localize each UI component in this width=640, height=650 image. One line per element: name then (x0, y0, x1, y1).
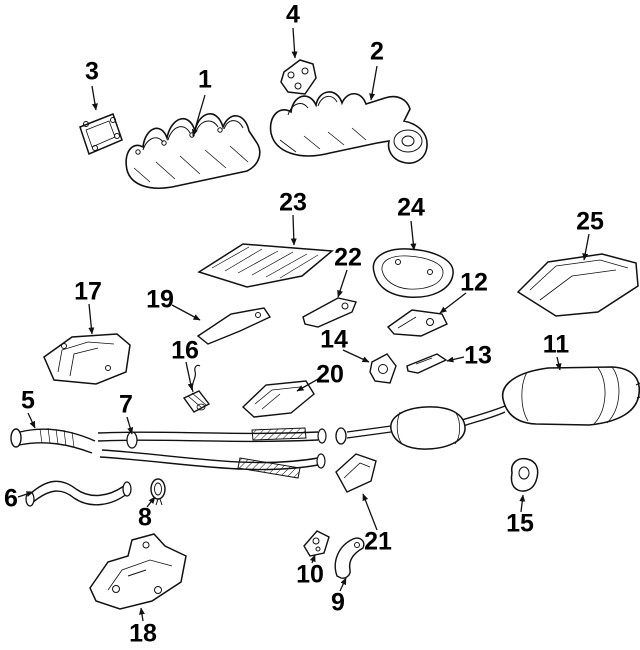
part-18-large-support-bracket (89, 533, 187, 610)
callout-13: 13 (464, 341, 492, 370)
callout-10: 10 (296, 560, 324, 589)
callout-20: 20 (316, 360, 344, 389)
part-1-exhaust-manifold-left (125, 113, 261, 189)
part-7-front-pipe-assembly (97, 427, 327, 479)
callout-4: 4 (286, 0, 300, 29)
part-6-front-pipe-lower (25, 480, 132, 507)
callout-21: 21 (364, 527, 392, 556)
part-4-gasket (280, 59, 317, 95)
callout-15: 15 (506, 509, 534, 538)
callout-16: 16 (171, 336, 199, 365)
part-22-pipe-bracket (302, 297, 357, 328)
part-2-exhaust-manifold-right (269, 91, 428, 164)
center-muffler (335, 406, 466, 450)
callout-11: 11 (542, 330, 570, 359)
callout-24: 24 (397, 193, 425, 222)
callout-1: 1 (198, 65, 212, 94)
part-24-insulator-cover (372, 248, 454, 298)
callout-17: 17 (74, 277, 102, 306)
part-13-flat-bracket (406, 353, 448, 374)
part-23-floor-heat-shield (197, 243, 334, 288)
callout-14: 14 (320, 325, 348, 354)
callout-2: 2 (370, 37, 384, 66)
callout-5: 5 (21, 386, 35, 415)
part-21-small-heat-shield (335, 453, 377, 493)
callout-7: 7 (119, 390, 133, 419)
part-10-small-bracket (303, 530, 330, 557)
callout-25: 25 (576, 207, 604, 236)
part-16-oxygen-sensor (182, 364, 211, 413)
callout-12: 12 (460, 268, 488, 297)
part-15-rubber-hanger-ring (510, 457, 539, 492)
callout-22: 22 (334, 243, 362, 272)
part-8-pipe-clamp (150, 478, 166, 506)
callout-19: 19 (146, 285, 174, 314)
callout-18: 18 (129, 619, 157, 648)
callout-3: 3 (85, 57, 99, 86)
callout-8: 8 (138, 503, 152, 532)
part-19-angled-bracket-strip (196, 307, 272, 345)
part-5-front-pipe-upper (10, 427, 96, 454)
part-11-rear-muffler (461, 366, 640, 427)
part-20-center-heat-shield (241, 380, 315, 418)
callout-23: 23 (279, 188, 307, 217)
leader-arrows (17, 27, 590, 622)
part-12-mount-bracket (386, 309, 448, 337)
part-9-support-hook (334, 537, 365, 579)
callout-6: 6 (4, 484, 18, 513)
callout-9: 9 (331, 588, 345, 617)
part-17-front-heat-shield (43, 333, 131, 385)
part-25-rear-heat-shield (516, 253, 639, 317)
part-3-manifold-gasket-plate (79, 113, 123, 156)
part-14-exhaust-hanger (369, 353, 397, 384)
